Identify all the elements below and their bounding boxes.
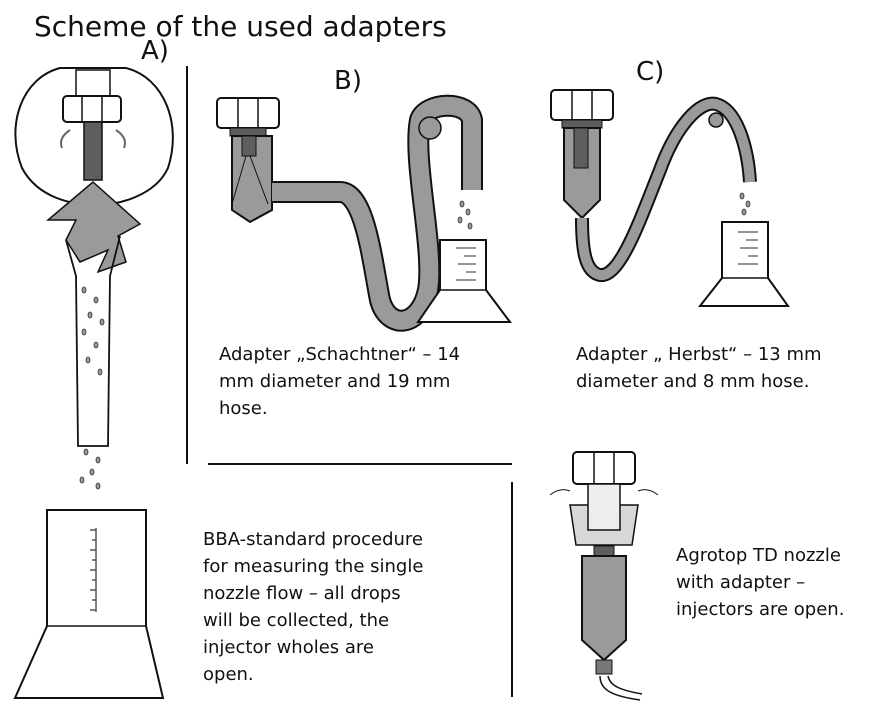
caption-agrotop-line: injectors are open. <box>676 599 845 620</box>
nozzle-cap-a <box>75 69 111 99</box>
panel-label-c: C) <box>636 57 665 87</box>
caption-bba-line: BBA-standard procedure <box>203 529 423 550</box>
collecting-tube <box>65 235 121 447</box>
caption-bba-line: for measuring the single <box>203 556 424 577</box>
caption-bba-line: will be collected, the <box>203 610 390 631</box>
hose-c <box>577 98 755 280</box>
caption-schachtner-line: hose. <box>219 398 268 419</box>
caption-herbst: Adapter „ Herbst“ – 13 mm diameter and 8… <box>576 341 822 395</box>
drops-a <box>79 286 105 490</box>
caption-bba-standard: BBA-standard procedure for measuring the… <box>203 526 423 688</box>
agrotop-td-nozzle <box>549 451 659 701</box>
caption-agrotop-line: with adapter – <box>676 572 806 593</box>
panel-label-a: A) <box>141 36 169 66</box>
caption-herbst-line: diameter and 8 mm hose. <box>576 371 810 392</box>
caption-schachtner-line: mm diameter and 19 mm <box>219 371 451 392</box>
caption-agrotop: Agrotop TD nozzle with adapter – injecto… <box>676 542 844 623</box>
caption-bba-line: nozzle flow – all drops <box>203 583 401 604</box>
nozzle-nut-c <box>550 89 614 121</box>
adapter-body-b <box>231 135 273 224</box>
caption-herbst-line: Adapter „ Herbst“ – 13 mm <box>576 344 822 365</box>
hose-b <box>272 96 481 330</box>
measuring-cylinder-a <box>13 509 165 699</box>
cylinder-scale-a <box>90 528 97 612</box>
caption-schachtner: Adapter „Schachtner“ – 14 mm diameter an… <box>219 341 460 422</box>
schachtner-adapter <box>216 94 512 332</box>
adapter-body-c <box>563 127 601 220</box>
nozzle-body-a <box>83 121 103 181</box>
herbst-adapter <box>550 89 790 307</box>
bba-standard-apparatus <box>13 67 174 699</box>
injector-body <box>581 555 627 662</box>
caption-bba-line: open. <box>203 664 254 685</box>
caption-bba-line: injector wholes are <box>203 637 374 658</box>
nozzle-nut-a <box>62 95 122 123</box>
diagram-title: Scheme of the used adapters <box>34 10 447 43</box>
panel-label-b: B) <box>334 66 362 96</box>
nozzle-nut-d <box>572 451 636 485</box>
caption-schachtner-line: Adapter „Schachtner“ – 14 <box>219 344 461 365</box>
caption-agrotop-line: Agrotop TD nozzle <box>676 545 841 566</box>
nozzle-nut-b <box>216 97 280 129</box>
